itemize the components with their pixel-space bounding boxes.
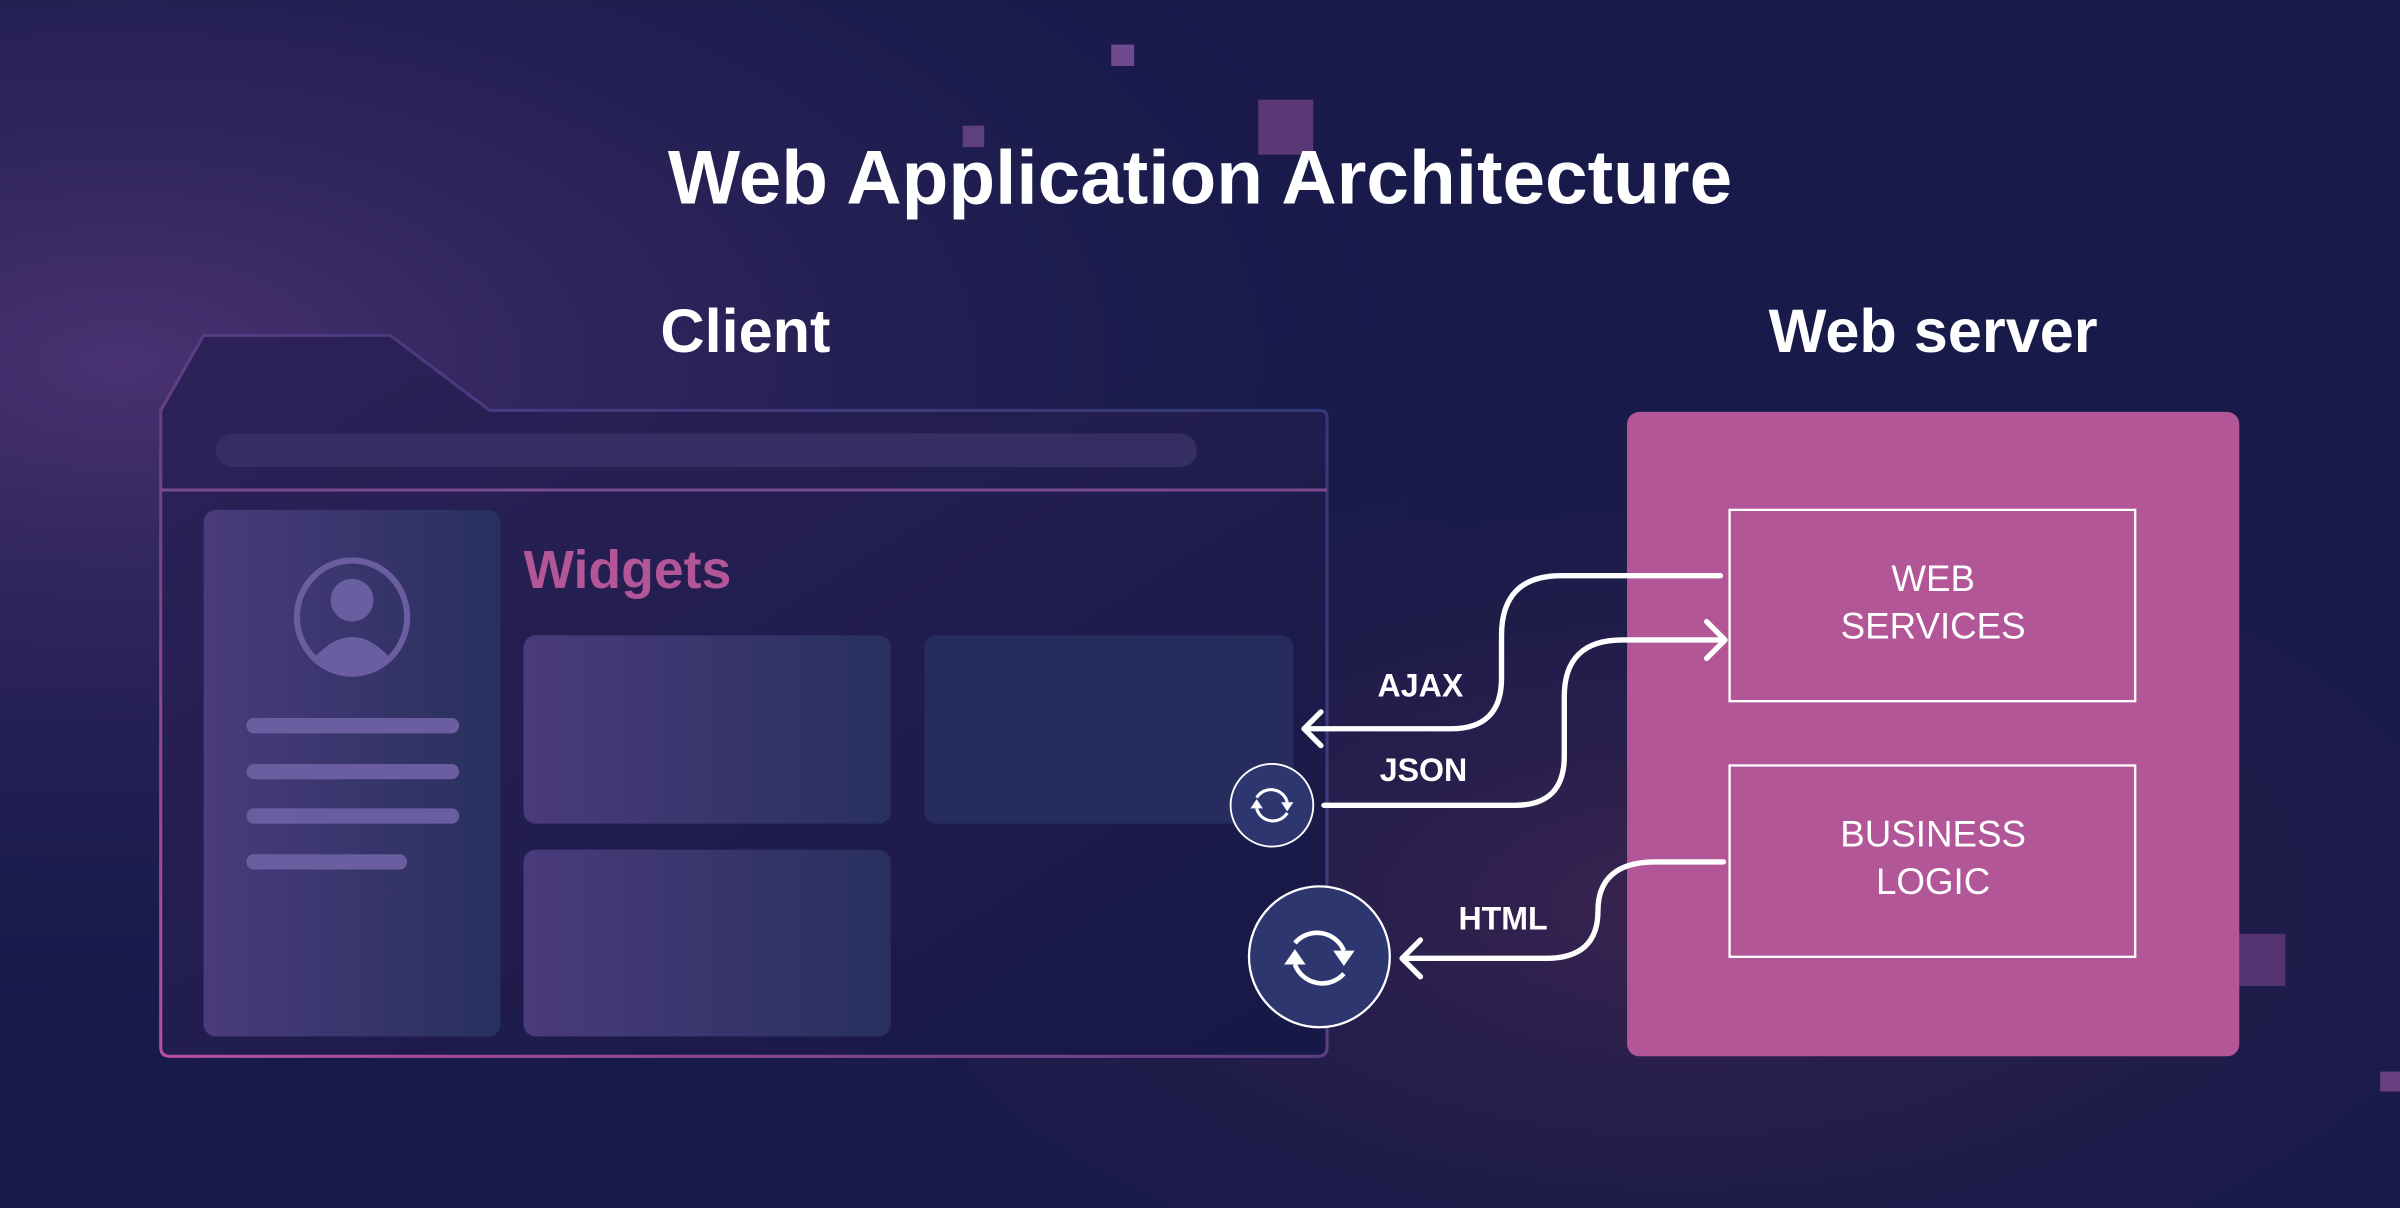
ajax-label: AJAX bbox=[1378, 668, 1464, 704]
html-arrow bbox=[1400, 859, 1727, 962]
business-logic-line1: BUSINESS bbox=[1840, 814, 2026, 855]
arrowhead bbox=[1301, 709, 1324, 749]
client-label: Client bbox=[660, 297, 830, 365]
decor-square bbox=[1258, 99, 1314, 155]
arrowhead bbox=[1399, 937, 1424, 980]
json-arrow bbox=[1321, 637, 1727, 808]
user-avatar-icon bbox=[293, 557, 411, 677]
web-server-box: WEB SERVICES BUSINESS LOGIC bbox=[1627, 411, 2240, 1057]
ajax-arrow bbox=[1301, 573, 1724, 732]
widget-card bbox=[523, 849, 891, 1037]
web-services-line2: SERVICES bbox=[1841, 605, 2026, 646]
business-logic-line2: LOGIC bbox=[1876, 861, 1990, 902]
address-bar bbox=[215, 433, 1197, 468]
text-line-placeholder bbox=[246, 718, 460, 734]
page-title: Web Application Architecture bbox=[668, 136, 1732, 221]
decor-square bbox=[2239, 933, 2286, 986]
decor-square bbox=[962, 125, 985, 148]
text-line-placeholder bbox=[246, 763, 460, 780]
sync-icon bbox=[1229, 763, 1315, 848]
text-line-placeholder bbox=[246, 854, 408, 870]
client-browser-window: Widgets bbox=[159, 333, 1329, 1058]
web-services-line1: WEB bbox=[1891, 558, 1975, 599]
widget-card bbox=[523, 635, 891, 824]
decor-square bbox=[2380, 1071, 2400, 1092]
widget-card bbox=[924, 635, 1294, 824]
web-services-box bbox=[1728, 508, 2137, 703]
html-label: HTML bbox=[1458, 900, 1547, 936]
sync-icon-large bbox=[1247, 885, 1391, 1029]
decor-square bbox=[1111, 44, 1135, 66]
business-logic-box bbox=[1728, 764, 2137, 958]
text-line-placeholder bbox=[246, 808, 460, 824]
json-label: JSON bbox=[1380, 752, 1467, 788]
arrowhead bbox=[1703, 618, 1728, 662]
widgets-heading: Widgets bbox=[523, 541, 731, 600]
server-label: Web server bbox=[1769, 297, 2098, 365]
